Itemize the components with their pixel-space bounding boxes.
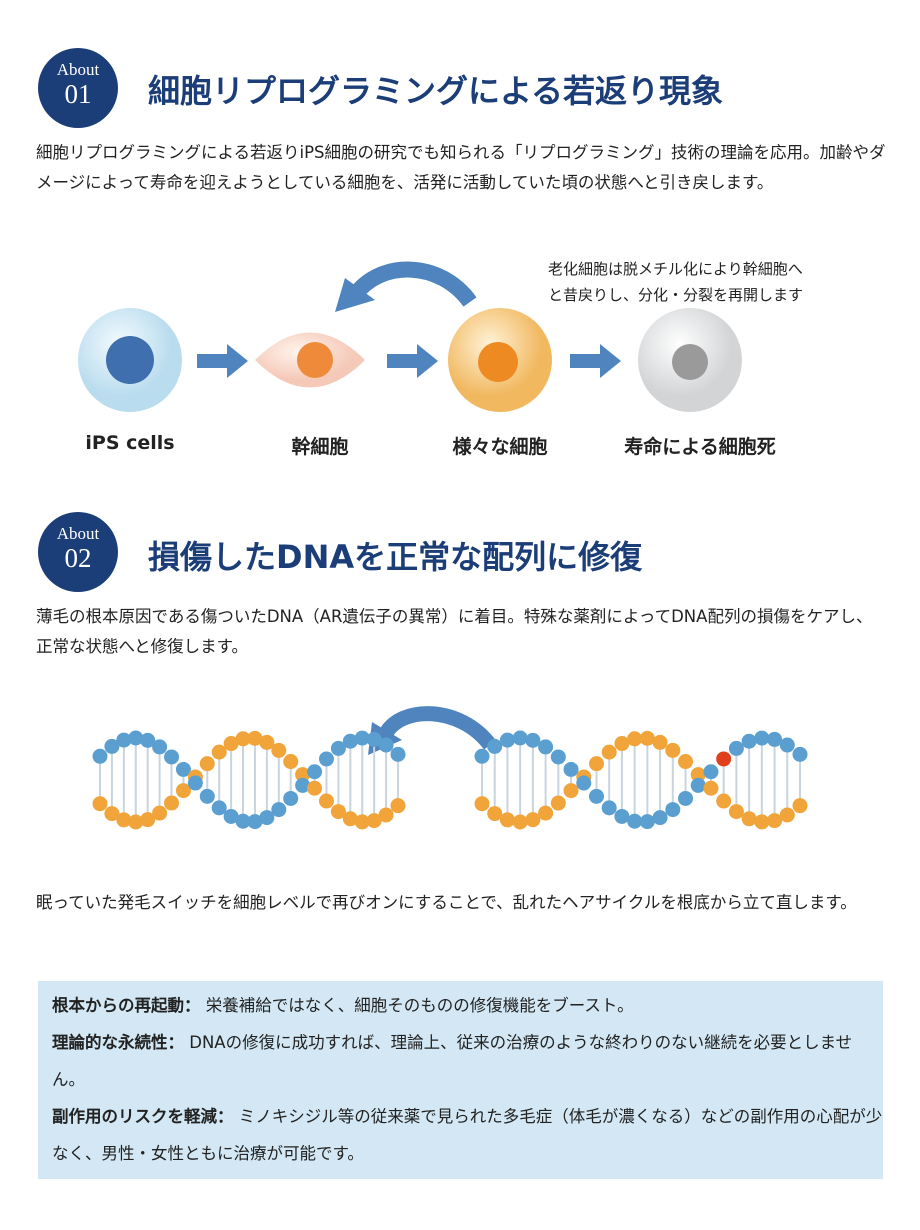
dna-helix-icon [474, 730, 808, 830]
dna-helix-icon [92, 730, 406, 830]
badge-number: 01 [64, 79, 92, 109]
curved-arrow-icon [348, 261, 477, 307]
dead-cell-icon [638, 308, 742, 412]
badge-label: About [56, 60, 100, 79]
section-title: 細胞リプログラミングによる若返り現象 [148, 72, 724, 110]
benefit-item: 根本からの再起動： 栄養補給ではなく、細胞そのものの修復機能をブースト。 [38, 987, 883, 1024]
arrow-icon [570, 344, 621, 378]
section-text: 眠っていた発毛スイッチを細胞レベルで再びオンにすることで、乱れたヘアサイクルを根… [36, 893, 857, 912]
benefits-box: 根本からの再起動： 栄養補給ではなく、細胞そのものの修復機能をブースト。 理論的… [38, 981, 883, 1179]
cell-label: iPS cells [85, 432, 175, 454]
benefit-label: 根本からの再起動： [52, 996, 201, 1015]
curved-arrow-icon [378, 706, 496, 750]
ips-cell-icon [78, 308, 182, 412]
benefit-text: 栄養補給ではなく、細胞そのものの修復機能をブースト。 [205, 996, 634, 1015]
annotation-line: 老化細胞は脱メチル化により幹細胞へ [548, 260, 803, 278]
benefit-item: 理論的な永続性： DNAの修復に成功すれば、理論上、従来の治療のような終わりのな… [38, 1024, 883, 1098]
benefit-text: DNAの修復に成功すれば、理論上、従来の治療のような終わりのない継続を必要としま… [52, 1033, 853, 1089]
cell-label: 寿命による細胞死 [624, 436, 776, 458]
dna-diagram [92, 706, 808, 830]
badge-number: 02 [64, 543, 92, 573]
arrow-icon [197, 344, 248, 378]
benefit-label: 理論的な永続性： [52, 1033, 184, 1052]
various-cell-icon [448, 308, 552, 412]
badge-label: About [56, 524, 100, 543]
annotation-line: と昔戻りし、分化・分裂を再開します [548, 286, 804, 304]
section-text: 薄毛の根本原因である傷ついたDNA（AR遺伝子の異常）に着目。特殊な薬剤によって… [36, 607, 873, 656]
cell-diagram [78, 261, 742, 412]
arrow-icon [387, 344, 438, 378]
cell-label: 幹細胞 [291, 436, 349, 458]
benefit-item: 副作用のリスクを軽減： ミノキシジル等の従来薬で見られた多毛症（体毛が濃くなる）… [38, 1098, 883, 1172]
section-title: 損傷したDNAを正常な配列に修復 [148, 538, 643, 576]
section-text: 細胞リプログラミングによる若返りiPS細胞の研究でも知られる「リプログラミング」… [36, 143, 886, 192]
benefit-label: 副作用のリスクを軽減： [52, 1107, 234, 1126]
cell-label: 様々な細胞 [452, 436, 548, 458]
annotation: 老化細胞は脱メチル化により幹細胞へと昔戻りし、分化・分裂を再開します [548, 256, 803, 308]
stem-cell-icon [255, 332, 365, 388]
benefit-text: ミノキシジル等の従来薬で見られた多毛症（体毛が濃くなる）などの副作用の心配が少な… [52, 1107, 883, 1163]
